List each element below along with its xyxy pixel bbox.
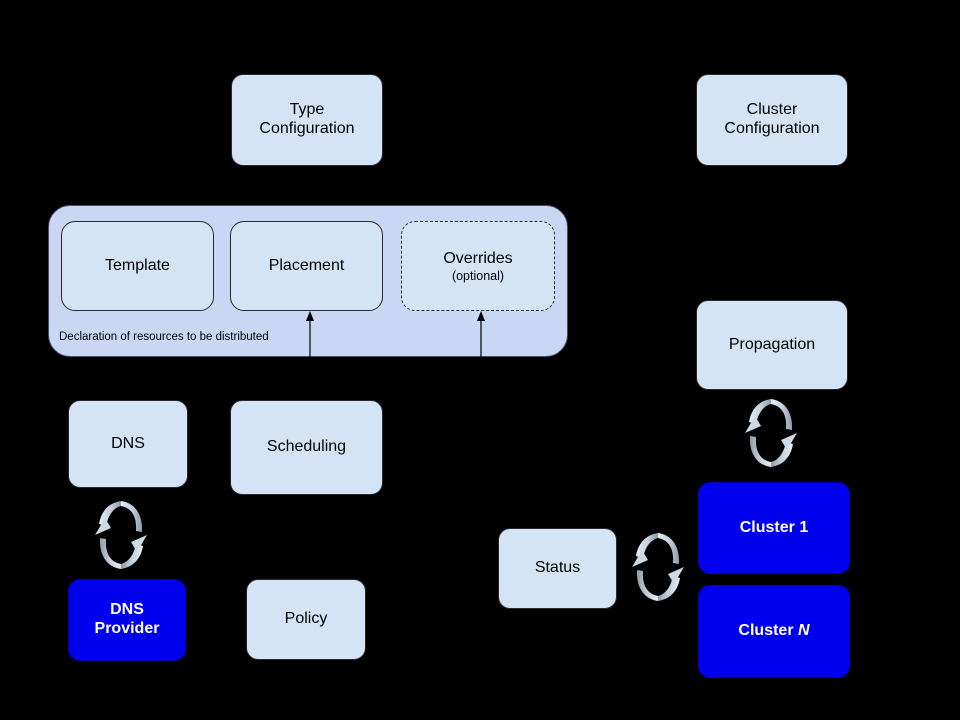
node-scheduling[interactable]: Scheduling <box>230 400 383 495</box>
node-template-label: Template <box>105 257 170 274</box>
node-cluster-1-label: Cluster 1 <box>739 518 809 536</box>
node-cluster-configuration-label: Cluster Configuration <box>724 101 820 137</box>
node-propagation[interactable]: Propagation <box>696 300 848 390</box>
node-template[interactable]: Template <box>61 221 214 311</box>
node-cluster-n-label: Cluster N <box>738 622 810 640</box>
group-caption: Declaration of resources to be distribut… <box>59 331 269 343</box>
node-policy-label: Policy <box>284 610 328 628</box>
sync-icon <box>95 501 147 569</box>
node-dns-provider[interactable]: DNS Provider <box>68 579 186 661</box>
node-status-label: Status <box>534 559 581 577</box>
node-cluster-1[interactable]: Cluster 1 <box>698 482 850 574</box>
solid-arrow-policy-to-overrides <box>477 311 485 357</box>
node-overrides-label: Overrides <box>443 249 513 267</box>
node-dns-provider-label: DNS Provider <box>94 601 160 637</box>
node-overrides-sublabel: (optional) <box>451 268 505 283</box>
node-propagation-label: Propagation <box>728 335 816 353</box>
node-overrides[interactable]: Overrides (optional) <box>401 221 555 311</box>
node-dns-label: DNS <box>111 434 145 452</box>
node-dns[interactable]: DNS <box>68 400 188 488</box>
node-status[interactable]: Status <box>498 528 617 609</box>
node-cluster-n[interactable]: Cluster N <box>698 585 850 678</box>
node-placement[interactable]: Placement <box>230 221 383 311</box>
sync-icon <box>745 399 797 467</box>
node-type-configuration[interactable]: Type Configuration <box>231 74 383 166</box>
node-type-configuration-label: Type Configuration <box>259 101 355 137</box>
node-cluster-configuration[interactable]: Cluster Configuration <box>696 74 848 166</box>
node-scheduling-label: Scheduling <box>266 438 347 456</box>
node-placement-label: Placement <box>268 257 345 274</box>
solid-arrow-scheduling-to-placement <box>306 311 314 357</box>
sync-icon <box>632 533 684 601</box>
node-policy[interactable]: Policy <box>246 579 366 660</box>
